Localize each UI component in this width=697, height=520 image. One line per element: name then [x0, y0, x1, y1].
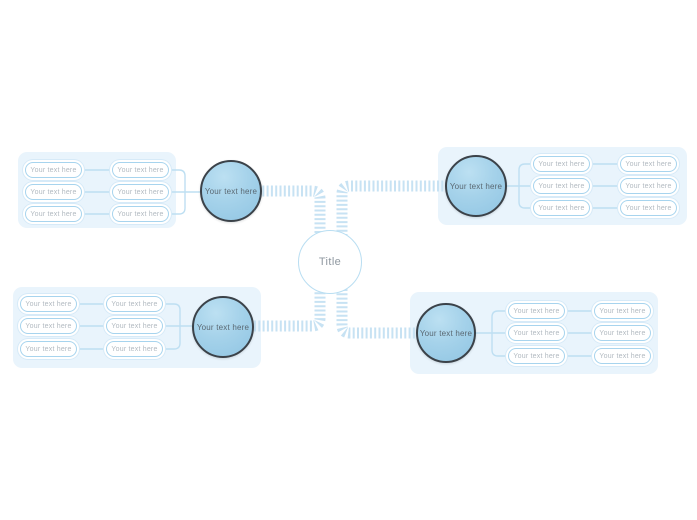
leaf-node-bottom-right-outer-2[interactable]: Your text here [594, 325, 651, 341]
leaf-node-top-left-inner-1[interactable]: Your text here [112, 162, 169, 178]
leaf-node-bottom-left-outer-1[interactable]: Your text here [20, 296, 77, 312]
ribbon-connector-top-left [258, 185, 326, 236]
ribbon-connector-bottom-left [250, 288, 326, 332]
leaf-node-top-left-inner-3[interactable]: Your text here [112, 206, 169, 222]
leaf-node-bottom-left-inner-2[interactable]: Your text here [106, 318, 163, 334]
leaf-node-bottom-left-outer-2[interactable]: Your text here [20, 318, 77, 334]
ribbon-connector-top-right [336, 180, 448, 236]
leaf-node-bottom-right-outer-1[interactable]: Your text here [594, 303, 651, 319]
branch-node-top-right[interactable]: Your text here [445, 155, 507, 217]
ribbon-connector-bottom-right [336, 289, 420, 339]
leaf-node-bottom-right-inner-2[interactable]: Your text here [508, 325, 565, 341]
leaf-node-top-right-outer-1[interactable]: Your text here [620, 156, 677, 172]
leaf-node-top-left-inner-2[interactable]: Your text here [112, 184, 169, 200]
leaf-node-bottom-right-inner-1[interactable]: Your text here [508, 303, 565, 319]
leaf-node-top-right-inner-3[interactable]: Your text here [533, 200, 590, 216]
leaf-node-bottom-right-inner-3[interactable]: Your text here [508, 348, 565, 364]
leaf-node-top-right-inner-1[interactable]: Your text here [533, 156, 590, 172]
leaf-node-top-right-outer-3[interactable]: Your text here [620, 200, 677, 216]
leaf-node-top-right-inner-2[interactable]: Your text here [533, 178, 590, 194]
leaf-node-top-left-outer-2[interactable]: Your text here [25, 184, 82, 200]
leaf-node-bottom-left-inner-3[interactable]: Your text here [106, 341, 163, 357]
leaf-node-top-left-outer-3[interactable]: Your text here [25, 206, 82, 222]
branch-node-top-left[interactable]: Your text here [200, 160, 262, 222]
central-topic-node[interactable]: Title [298, 230, 362, 294]
branch-node-bottom-right[interactable]: Your text here [416, 303, 476, 363]
branch-node-bottom-left[interactable]: Your text here [192, 296, 254, 358]
leaf-node-top-left-outer-1[interactable]: Your text here [25, 162, 82, 178]
leaf-node-top-right-outer-2[interactable]: Your text here [620, 178, 677, 194]
leaf-node-bottom-right-outer-3[interactable]: Your text here [594, 348, 651, 364]
leaf-node-bottom-left-inner-1[interactable]: Your text here [106, 296, 163, 312]
leaf-node-bottom-left-outer-3[interactable]: Your text here [20, 341, 77, 357]
